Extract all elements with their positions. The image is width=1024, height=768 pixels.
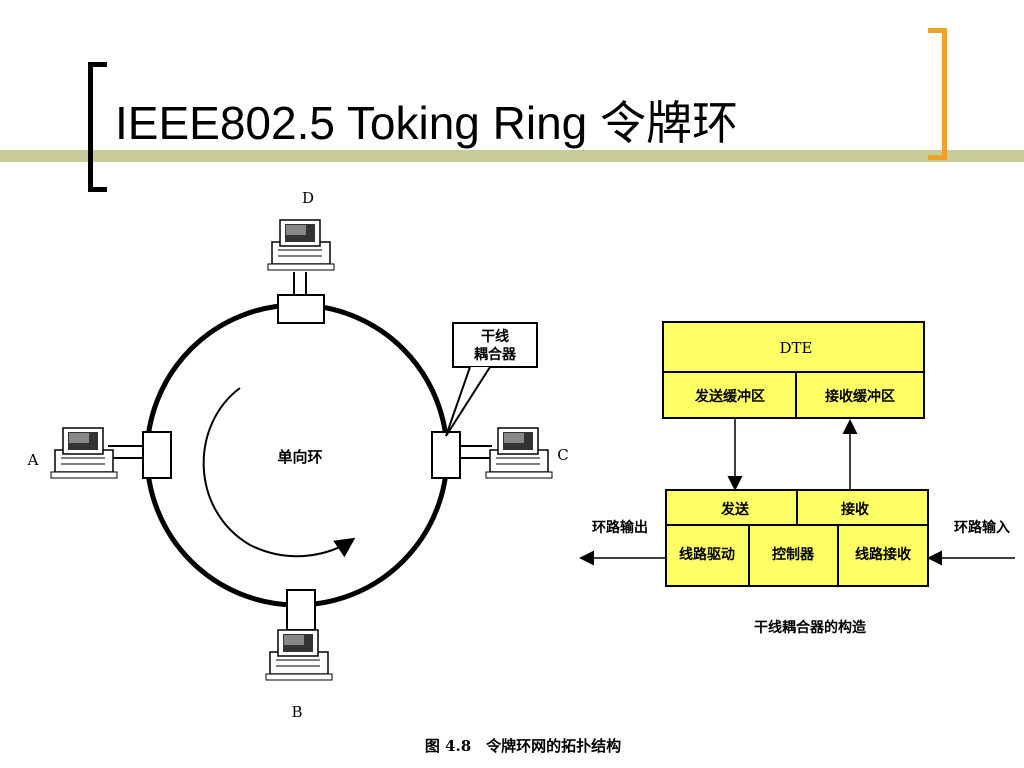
title-right-bracket <box>928 28 947 160</box>
figure-caption: 图 4.8 令牌环网的拓扑结构 <box>425 737 621 755</box>
controller-label: 控制器 <box>772 546 815 563</box>
coupler-callout-line1: 干线 <box>481 328 509 345</box>
recv-buffer-label: 接收缓冲区 <box>825 388 895 405</box>
coupler-callout-line2: 耦合器 <box>474 346 517 363</box>
send-buffer-label: 发送缓冲区 <box>694 388 765 405</box>
ring-output-label: 环路输出 <box>592 519 648 536</box>
dte-label: DTE <box>780 339 813 357</box>
coupler-caption: 干线耦合器的构造 <box>754 619 866 636</box>
coupler-callout-box <box>452 322 538 368</box>
coupler-box-a <box>142 431 172 479</box>
line-driver-label: 线路驱动 <box>679 546 735 563</box>
slide-title: IEEE802.5 Toking Ring 令牌环 <box>115 97 739 149</box>
line-receiver-label: 线路接收 <box>855 546 912 563</box>
computer-icon-c <box>485 427 553 479</box>
dte-block <box>662 321 925 419</box>
coupler-box-c <box>431 431 461 479</box>
coupler-box-d <box>277 294 325 324</box>
title-underline-bar <box>0 150 1024 162</box>
title-left-bracket <box>88 62 107 192</box>
ring-input-label: 环路输入 <box>954 519 1010 536</box>
station-label-d: D <box>302 189 314 207</box>
direction-arrow <box>202 387 356 558</box>
coupler-box-b <box>286 589 316 631</box>
station-label-c: C <box>557 446 568 464</box>
computer-icon-d <box>267 219 335 271</box>
computer-icon-a <box>50 427 118 479</box>
ring-center-label: 单向环 <box>277 448 322 466</box>
station-label-a: A <box>27 451 39 469</box>
recv-label: 接收 <box>841 501 870 518</box>
computer-icon-b <box>265 629 333 681</box>
station-label-b: B <box>291 703 302 721</box>
send-label: 发送 <box>720 501 750 518</box>
